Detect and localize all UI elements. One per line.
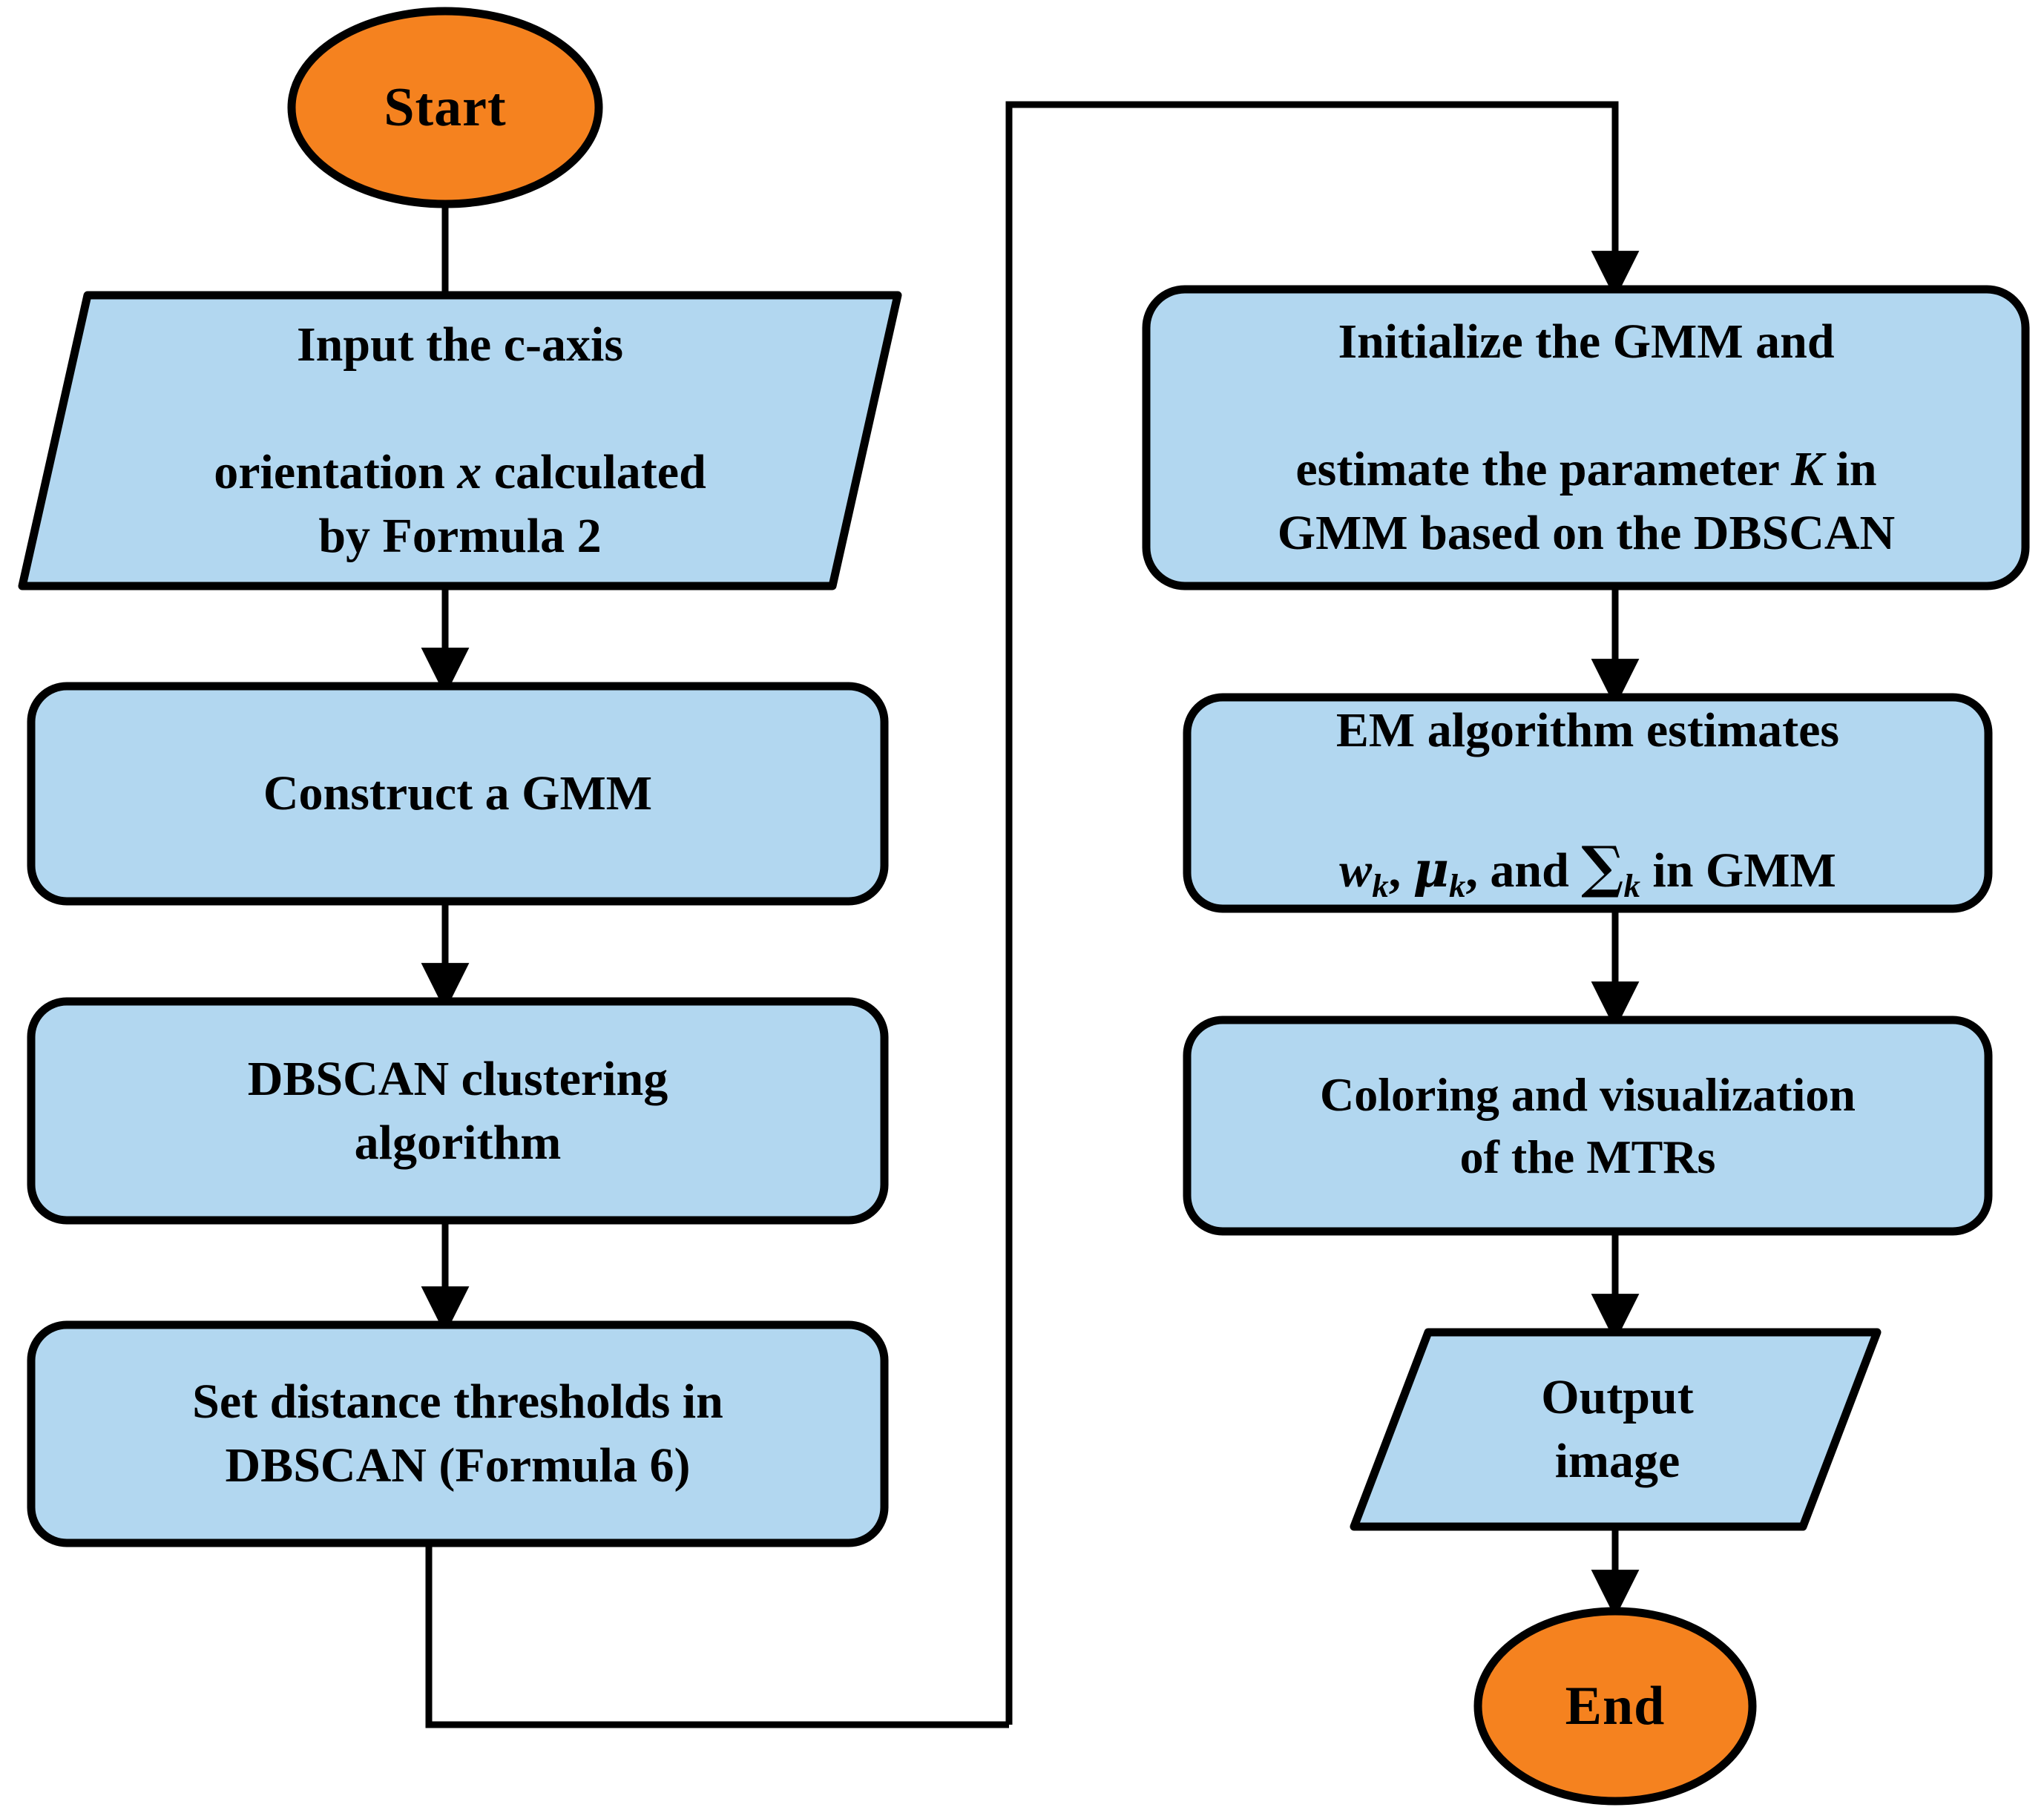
edge-setdist-to-initialize: [425, 1543, 1009, 1728]
node-dbscan-shape[interactable]: [27, 997, 889, 1225]
node-coloring-shape[interactable]: [1183, 1016, 1993, 1236]
node-output-shape[interactable]: [1350, 1328, 1882, 1531]
node-setdist-shape[interactable]: [27, 1320, 889, 1547]
edge-loop-riser: [1005, 101, 1640, 1725]
node-input-shape[interactable]: [18, 291, 902, 590]
node-construct-shape[interactable]: [27, 682, 889, 906]
node-initialize-shape[interactable]: [1142, 285, 2030, 590]
node-end-shape[interactable]: [1473, 1607, 1757, 1806]
node-em-shape[interactable]: [1183, 693, 1993, 913]
node-start-shape[interactable]: [287, 7, 603, 208]
